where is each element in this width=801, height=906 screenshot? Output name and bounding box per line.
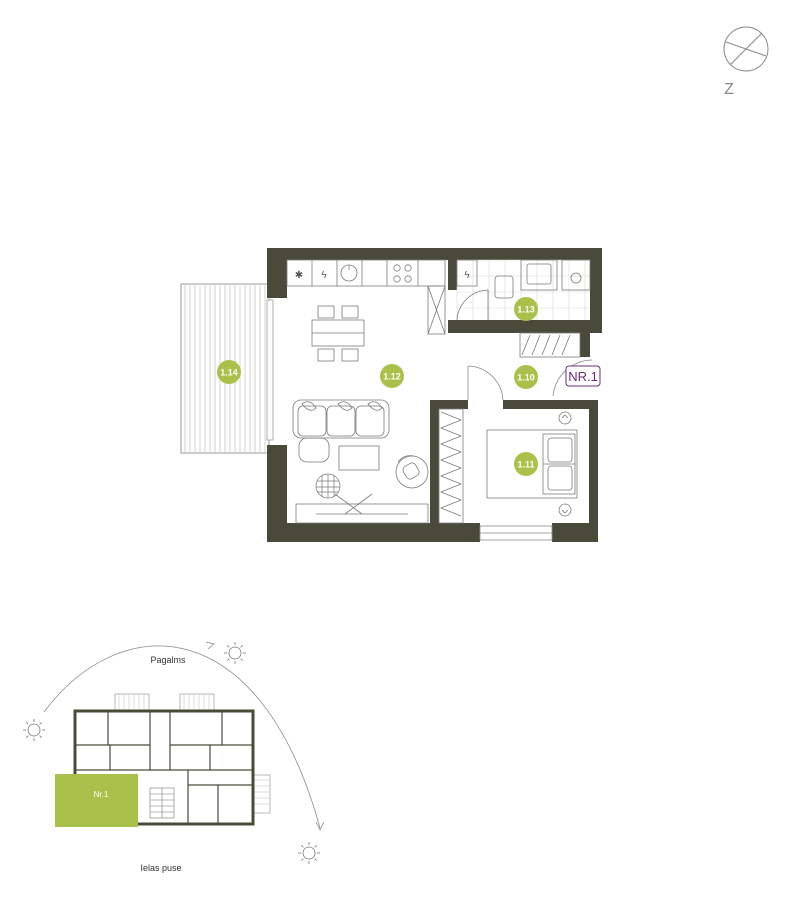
sun-icon: [224, 642, 246, 664]
bedroom-window: [479, 525, 553, 541]
room-1-12-label: 1.12: [380, 364, 404, 388]
wardrobe: [438, 408, 464, 524]
highlighted-unit: [55, 774, 138, 827]
room-1-10-label: 1.10: [514, 365, 538, 389]
apartment-walls: [267, 248, 602, 542]
room-1-13-text: 1.13: [517, 305, 535, 315]
tv-unit: [295, 493, 429, 524]
bath-electric-icon: ϟ: [464, 270, 470, 281]
round-rug: [315, 473, 341, 499]
room-1-11-text: 1.11: [517, 460, 534, 470]
dining-table: [311, 305, 365, 362]
room-1-14-text: 1.14: [220, 368, 238, 378]
room-1-11-label: 1.11: [514, 452, 538, 476]
double-bed: [486, 411, 578, 517]
sun-path-label: Pagalms: [150, 655, 186, 665]
compass-label: Z: [724, 81, 734, 98]
bathroom-fixtures: [456, 259, 591, 358]
unit-badge-label: NR.1: [568, 369, 598, 384]
armchair: [395, 455, 429, 489]
key-plan: Pagalms Ielas puse: [23, 641, 325, 873]
entry-door: [467, 365, 504, 401]
highlighted-unit-label: Nr.1: [94, 790, 109, 799]
kitchen-counter: [286, 259, 446, 335]
room-1-10-text: 1.10: [517, 373, 535, 383]
sun-icon: [298, 842, 320, 864]
sun-icon: [23, 719, 45, 741]
room-1-13-label: 1.13: [514, 297, 538, 321]
sun-icons: [23, 642, 320, 864]
room-1-12-text: 1.12: [383, 372, 401, 382]
freezer-icon: ✱: [295, 270, 303, 281]
street-label: Ielas puse: [140, 863, 181, 873]
room-labels: 1.14 1.12 1.13 1.10 1.11: [217, 297, 538, 476]
compass-icon: [723, 26, 769, 72]
electric-icon: ϟ: [321, 270, 327, 281]
coffee-table: [338, 445, 380, 471]
sofa: [292, 399, 390, 463]
room-1-14-label: 1.14: [217, 360, 241, 384]
unit-badge: NR.1: [565, 365, 601, 387]
